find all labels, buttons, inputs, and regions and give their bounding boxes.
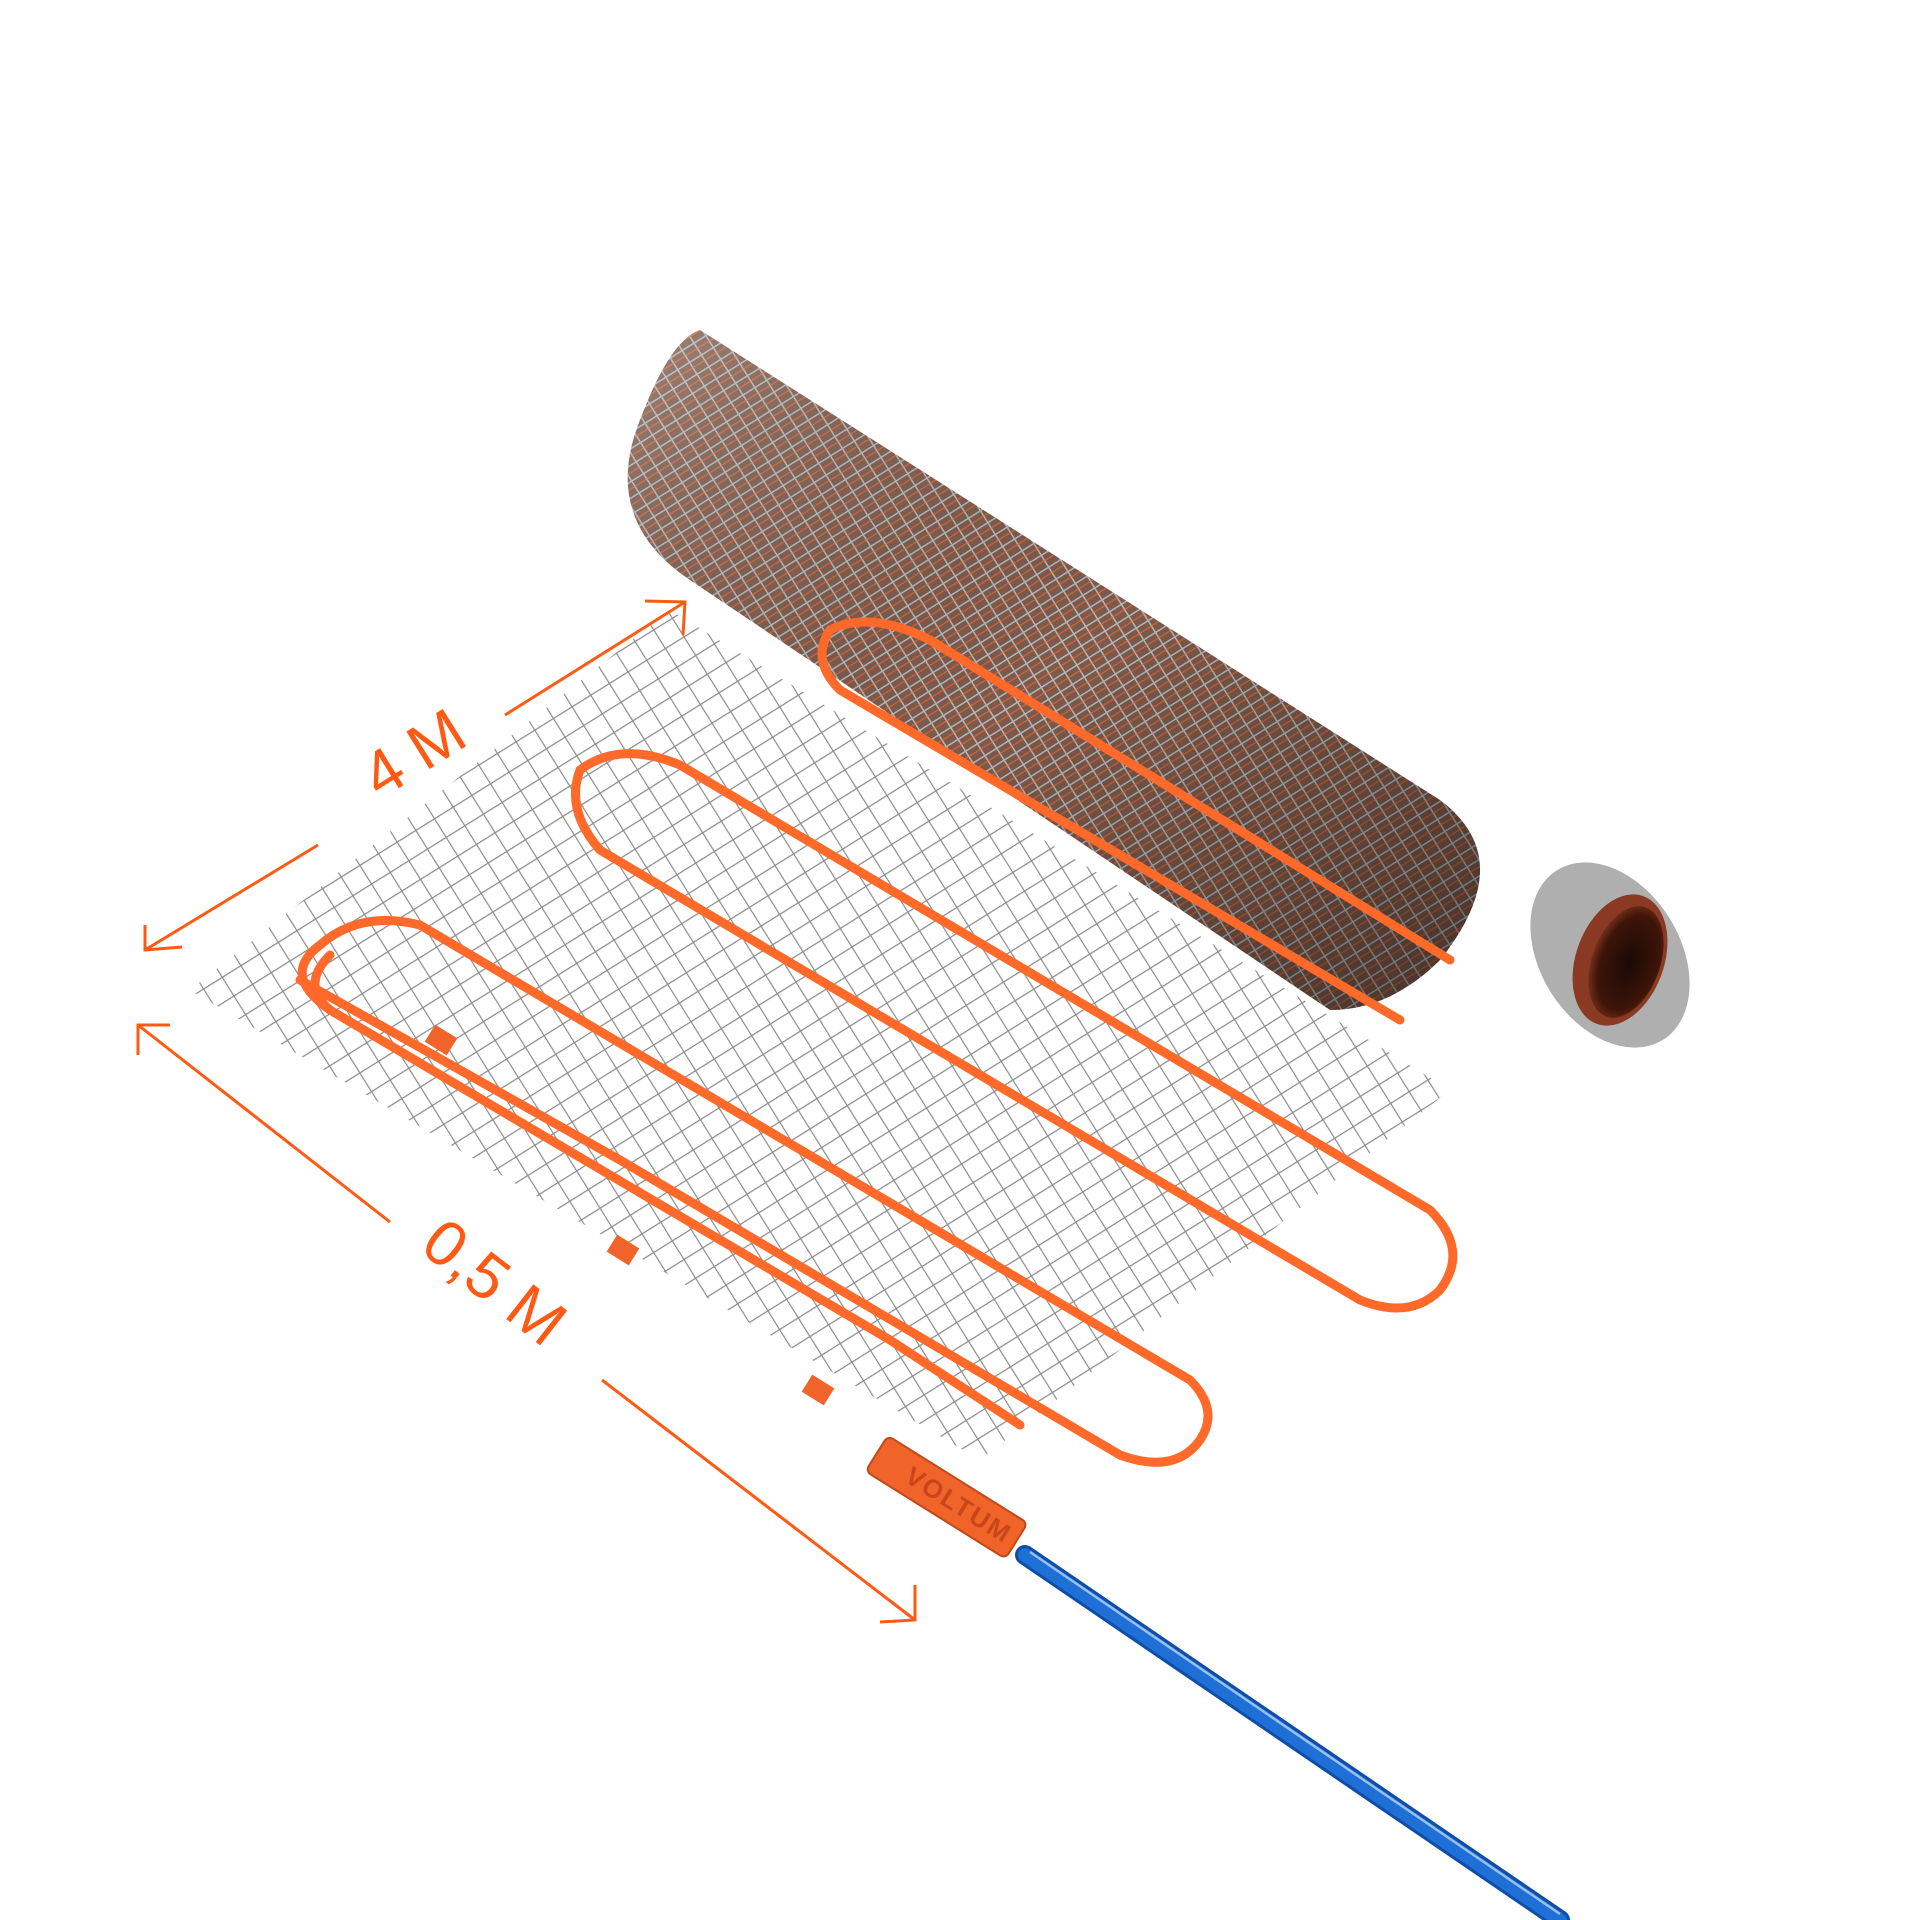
dimension-length (143, 599, 687, 952)
mesh-roll (627, 330, 1690, 1048)
width-label: 0,5 M (409, 1204, 579, 1359)
heating-cable (295, 617, 1458, 1467)
voltum-coupling: VOLTUM (866, 1436, 1027, 1558)
cable-clips (424, 1024, 835, 1406)
dimension-width (136, 1023, 917, 1624)
mesh-sheet (190, 610, 1450, 1460)
power-lead (1015, 1545, 1570, 1920)
